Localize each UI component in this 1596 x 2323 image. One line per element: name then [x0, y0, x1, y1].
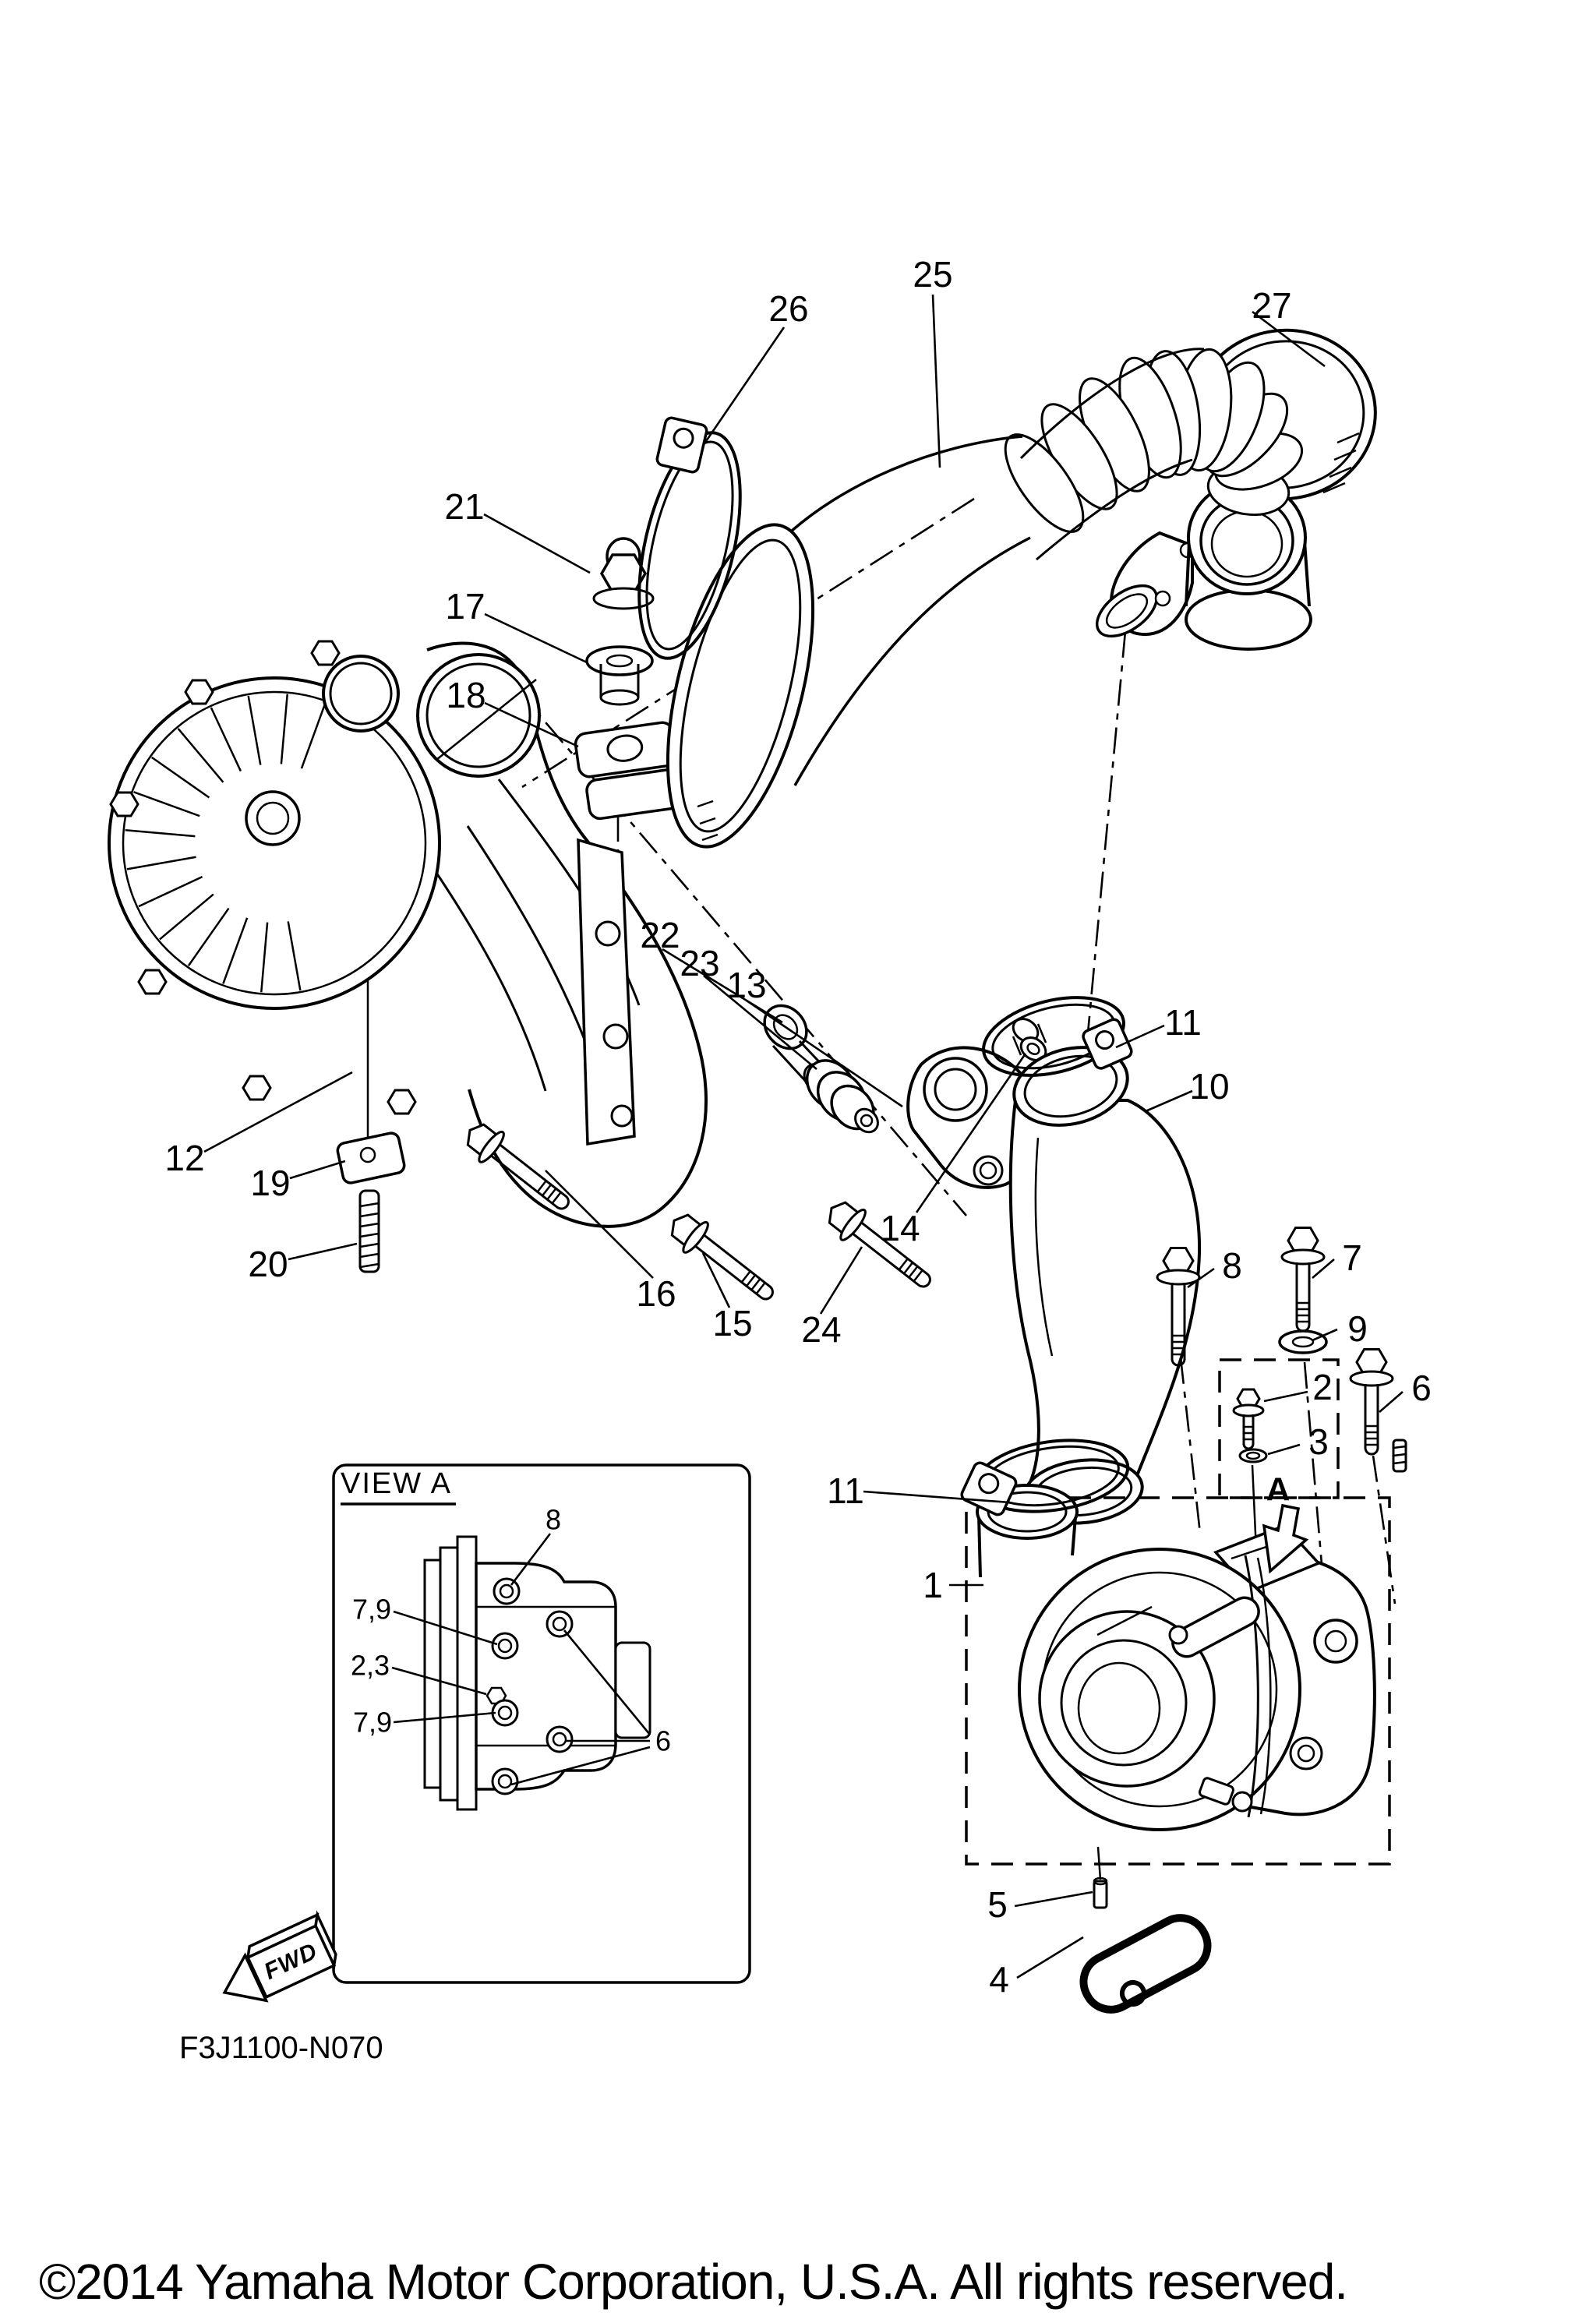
view-a-callout-79-lower: 7,9 [353, 1707, 392, 1739]
hose-corrugations [1004, 348, 1304, 533]
pin-5 [1093, 1880, 1108, 1909]
plate-and-stud [336, 1131, 406, 1273]
view-a-title: VIEW A [341, 1467, 452, 1500]
view-a-callout-79-upper: 7,9 [352, 1594, 391, 1626]
bolt-2 [1232, 1388, 1265, 1450]
callout-8: 8 [1222, 1245, 1242, 1286]
callout-13: 13 [726, 965, 766, 1005]
damper-mount-18 [574, 721, 683, 821]
callout-24: 24 [801, 1309, 841, 1350]
hose-clamp-11-upper [982, 996, 1133, 1077]
view-a-callout-6: 6 [655, 1725, 671, 1757]
callout-1: 1 [923, 1565, 943, 1605]
plate-19 [336, 1131, 406, 1184]
callout-10: 10 [1189, 1066, 1229, 1107]
view-a-leader-lines [391, 1533, 651, 1786]
bolt-6 [1349, 1348, 1394, 1456]
view-a-flange-drawing [423, 1535, 651, 1811]
turbocharger-assembly [960, 1227, 1407, 2014]
callout-14: 14 [880, 1208, 920, 1248]
bolt-16 [466, 1123, 570, 1210]
view-a-box [332, 1463, 751, 1984]
engine-mount-bracket-parts [466, 1004, 1067, 1301]
callout-22: 22 [640, 915, 680, 955]
callout-25: 25 [913, 254, 952, 295]
callout-11-upper: 11 [1164, 1002, 1202, 1043]
callout-26: 26 [768, 288, 808, 329]
callout-20: 20 [248, 1244, 288, 1284]
view-a-callout-8: 8 [546, 1504, 561, 1536]
figure-code: F3J1100-N070 [179, 2031, 383, 2065]
elbow-duct-10 [982, 996, 1202, 1525]
grommet-17 [585, 645, 654, 676]
view-a-inset: VIEW A 8 7,9 2,3 7,9 6 [332, 1463, 751, 1984]
washer-9 [1278, 1329, 1328, 1354]
callout-19: 19 [250, 1163, 290, 1203]
callout-15: 15 [712, 1303, 752, 1343]
callout-21: 21 [444, 486, 484, 527]
callout-23: 23 [680, 943, 719, 983]
callout-16: 16 [636, 1273, 676, 1314]
callout-9: 9 [1347, 1308, 1368, 1349]
callout-18: 18 [446, 675, 486, 715]
callout-7: 7 [1342, 1237, 1362, 1278]
view-a-callout-23: 2,3 [351, 1650, 390, 1682]
bolt-15 [670, 1213, 774, 1301]
bolt-8 [1156, 1247, 1201, 1367]
callout-12: 12 [164, 1138, 204, 1178]
callout-27: 27 [1252, 285, 1291, 326]
callout-11-lower: 11 [827, 1470, 864, 1511]
copyright-text: ©2014 Yamaha Motor Corporation, U.S.A. A… [39, 2254, 1347, 2310]
hose-inlet-ring [666, 523, 815, 849]
washer-3 [1238, 1448, 1268, 1463]
hose-clamp-26 [637, 416, 742, 660]
callout-4: 4 [989, 1959, 1009, 2000]
mount-small-parts [574, 537, 683, 821]
supercharger-assembly [108, 640, 708, 1228]
gasket-4 [1079, 1914, 1212, 2014]
bolt-7 [1280, 1227, 1326, 1333]
stud-20 [358, 1189, 380, 1273]
view-direction-marker: A [1266, 1471, 1290, 1508]
bolt-24 [828, 1201, 931, 1288]
intake-hose-assembly [637, 328, 1377, 849]
assembly-boundary-box [965, 1496, 1391, 1866]
callout-labels: 25 26 27 21 17 18 12 19 20 22 23 13 14 1… [164, 254, 1431, 2000]
rim-bolt [310, 640, 341, 666]
callout-2: 2 [1312, 1367, 1333, 1407]
callout-3: 3 [1308, 1421, 1329, 1462]
callout-6: 6 [1411, 1368, 1432, 1408]
leader-lines [203, 294, 1404, 1979]
fwd-arrow-icon: FWD [222, 1910, 337, 2003]
turbocharger-unit [976, 1484, 1376, 1831]
callout-17: 17 [445, 586, 485, 627]
callout-5: 5 [987, 1884, 1008, 1925]
assembly-direction-arrow-icon [1262, 1503, 1309, 1574]
view-a-indicator-box [1218, 1358, 1340, 1499]
